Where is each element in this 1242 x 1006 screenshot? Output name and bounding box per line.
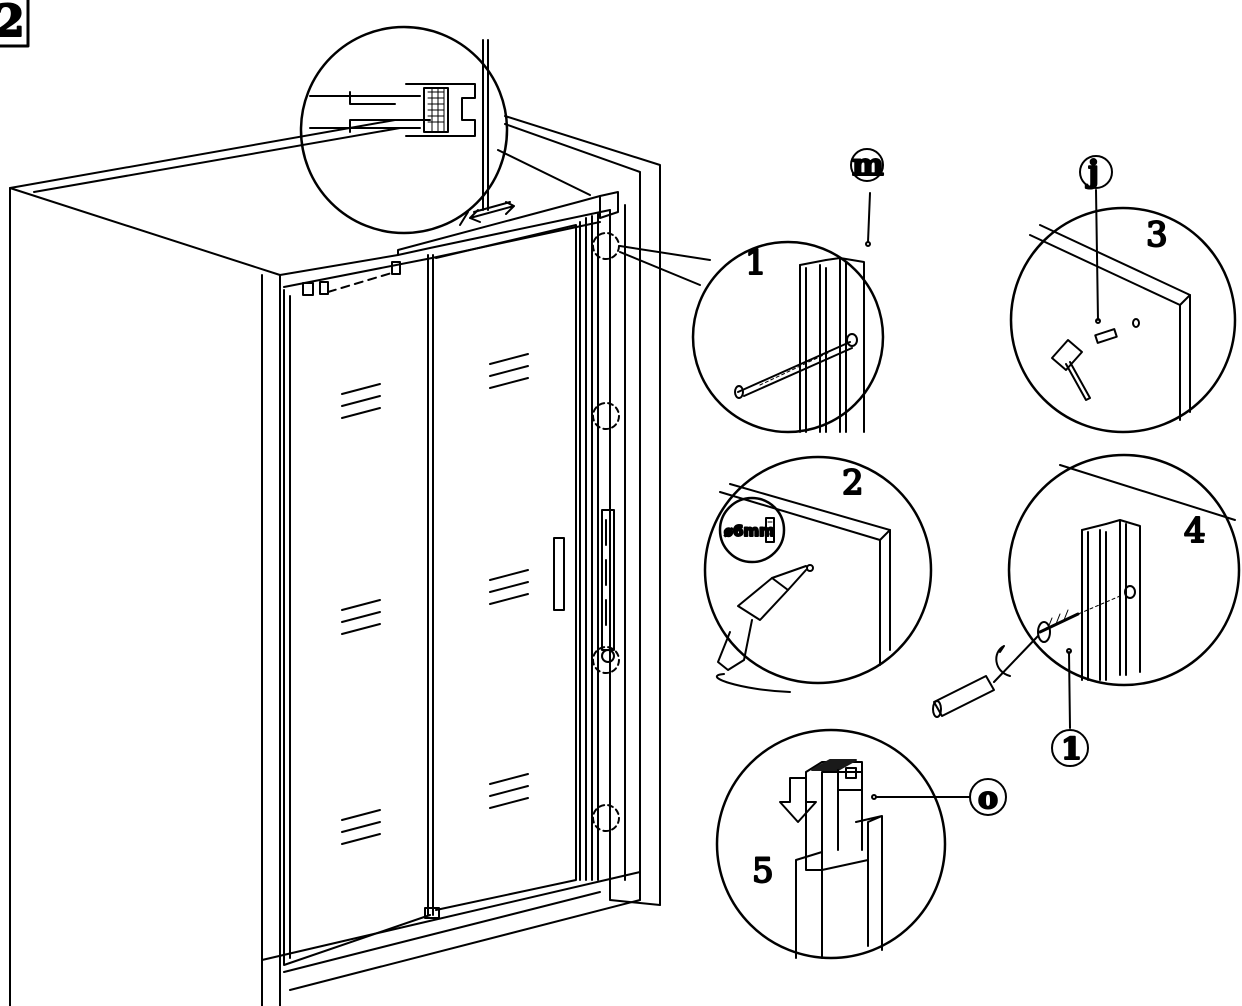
detail-3: 3 j	[1009, 154, 1237, 434]
part-label-j: j	[1085, 155, 1099, 190]
shower-enclosure	[9, 115, 711, 1006]
drill-spec: ⌀6mm	[724, 522, 775, 540]
step-number: 2	[0, 0, 25, 47]
part-label-m: m	[852, 148, 884, 183]
seal-profile-detail	[299, 25, 591, 235]
step-label-1: 1	[745, 243, 767, 283]
detail-4: 4 1	[932, 453, 1241, 768]
detail-1: 1 m	[691, 147, 885, 434]
step-label-5: 5	[752, 851, 774, 891]
step-label-4: 4	[1184, 511, 1206, 551]
step-label-2: 2	[842, 463, 864, 503]
step-label-3: 3	[1146, 215, 1168, 255]
step-number-box: 2	[0, 0, 30, 48]
part-label-1: 1	[1061, 732, 1082, 767]
detail-5: 5 o	[715, 728, 1007, 960]
detail-2: 2 ⌀6mm	[703, 455, 933, 693]
part-label-o: o	[978, 781, 998, 816]
